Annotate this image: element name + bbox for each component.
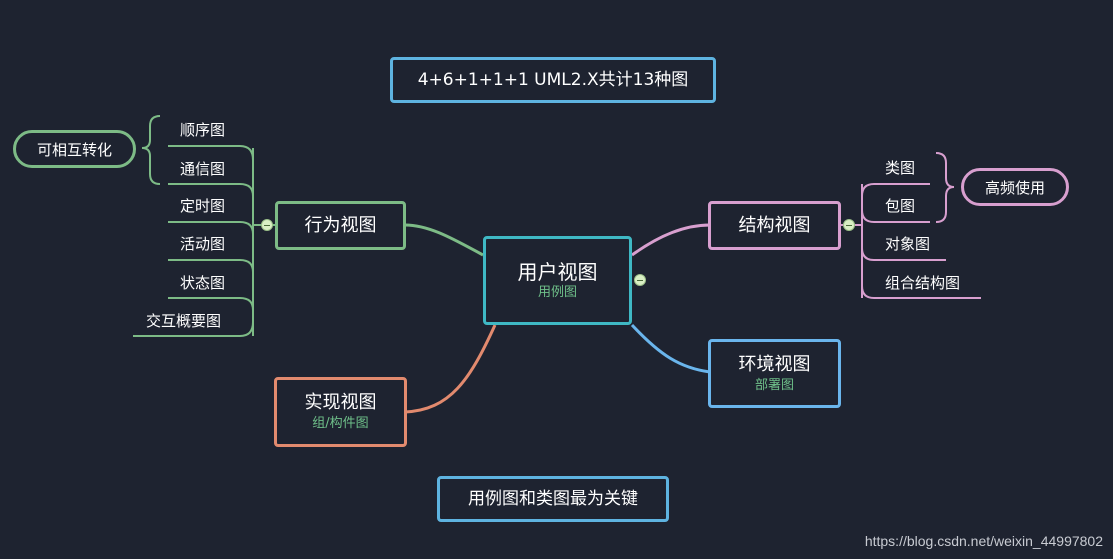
center-node-label: 用户视图 [517,259,598,284]
structure-leaf-2[interactable]: 对象图 [885,235,931,253]
behavior-view-label: 行为视图 [304,214,377,236]
environment-view-sub: 部署图 [754,377,794,393]
structure-leaf-3[interactable]: 组合结构图 [885,274,961,292]
structure-leaf-line-3 [861,285,981,299]
behavior-leaf-line-1 [168,183,254,197]
behavior-group-note[interactable]: 可相互转化 [13,130,136,168]
center-node-user-view[interactable]: 用户视图 用例图 [483,236,632,325]
title-box-label: 4+6+1+1+1 UML2.X共计13种图 [417,70,689,90]
connector-center-implementation [404,324,497,414]
behavior-leaf-1[interactable]: 通信图 [180,160,226,178]
structure-group-note-label: 高频使用 [984,178,1045,197]
center-collapse-toggle[interactable] [634,274,646,286]
structure-leaf-line-0 [861,183,930,197]
behavior-leaf-line-0 [168,145,254,161]
behavior-leaf-line-4 [168,297,254,311]
behavior-view-node[interactable]: 行为视图 [275,201,406,250]
behavior-leaf-0[interactable]: 顺序图 [180,121,226,139]
title-box[interactable]: 4+6+1+1+1 UML2.X共计13种图 [390,57,716,103]
structure-group-note[interactable]: 高频使用 [961,168,1069,206]
behavior-leaf-line-3 [168,259,254,273]
structure-leaf-0[interactable]: 类图 [885,159,916,177]
behavior-leaf-3[interactable]: 活动图 [180,235,226,253]
behavior-leaf-4[interactable]: 状态图 [180,274,226,292]
implementation-view-label: 实现视图 [304,392,377,413]
implementation-view-node[interactable]: 实现视图 组/构件图 [274,377,407,447]
behavior-group-note-label: 可相互转化 [36,140,112,159]
behavior-leaf-2[interactable]: 定时图 [180,197,226,215]
environment-view-label: 环境视图 [738,353,811,375]
behavior-leaf-line-2 [168,221,254,235]
structure-leaf-line-2 [861,247,946,261]
connector-center-behavior [404,223,484,257]
connector-center-environment [630,323,711,374]
watermark-url: https://blog.csdn.net/weixin_44997802 [864,533,1103,549]
structure-view-node[interactable]: 结构视图 [708,201,841,250]
behavior-brace [141,115,161,185]
structure-view-label: 结构视图 [738,214,811,236]
bottom-note-label: 用例图和类图最为关键 [468,489,638,509]
environment-view-node[interactable]: 环境视图 部署图 [708,339,841,408]
behavior-leaf-5[interactable]: 交互概要图 [146,312,222,330]
structure-collapse-toggle[interactable] [843,219,855,231]
center-node-sub: 用例图 [537,284,577,300]
bottom-note-box[interactable]: 用例图和类图最为关键 [437,476,669,522]
structure-brace [935,152,955,223]
behavior-collapse-toggle[interactable] [261,219,273,231]
structure-leaf-1[interactable]: 包图 [885,197,916,215]
implementation-view-sub: 组/构件图 [312,416,369,431]
connector-center-structure [631,223,711,257]
behavior-leaf-line-5 [133,321,254,337]
structure-leaf-line-1 [861,209,930,223]
